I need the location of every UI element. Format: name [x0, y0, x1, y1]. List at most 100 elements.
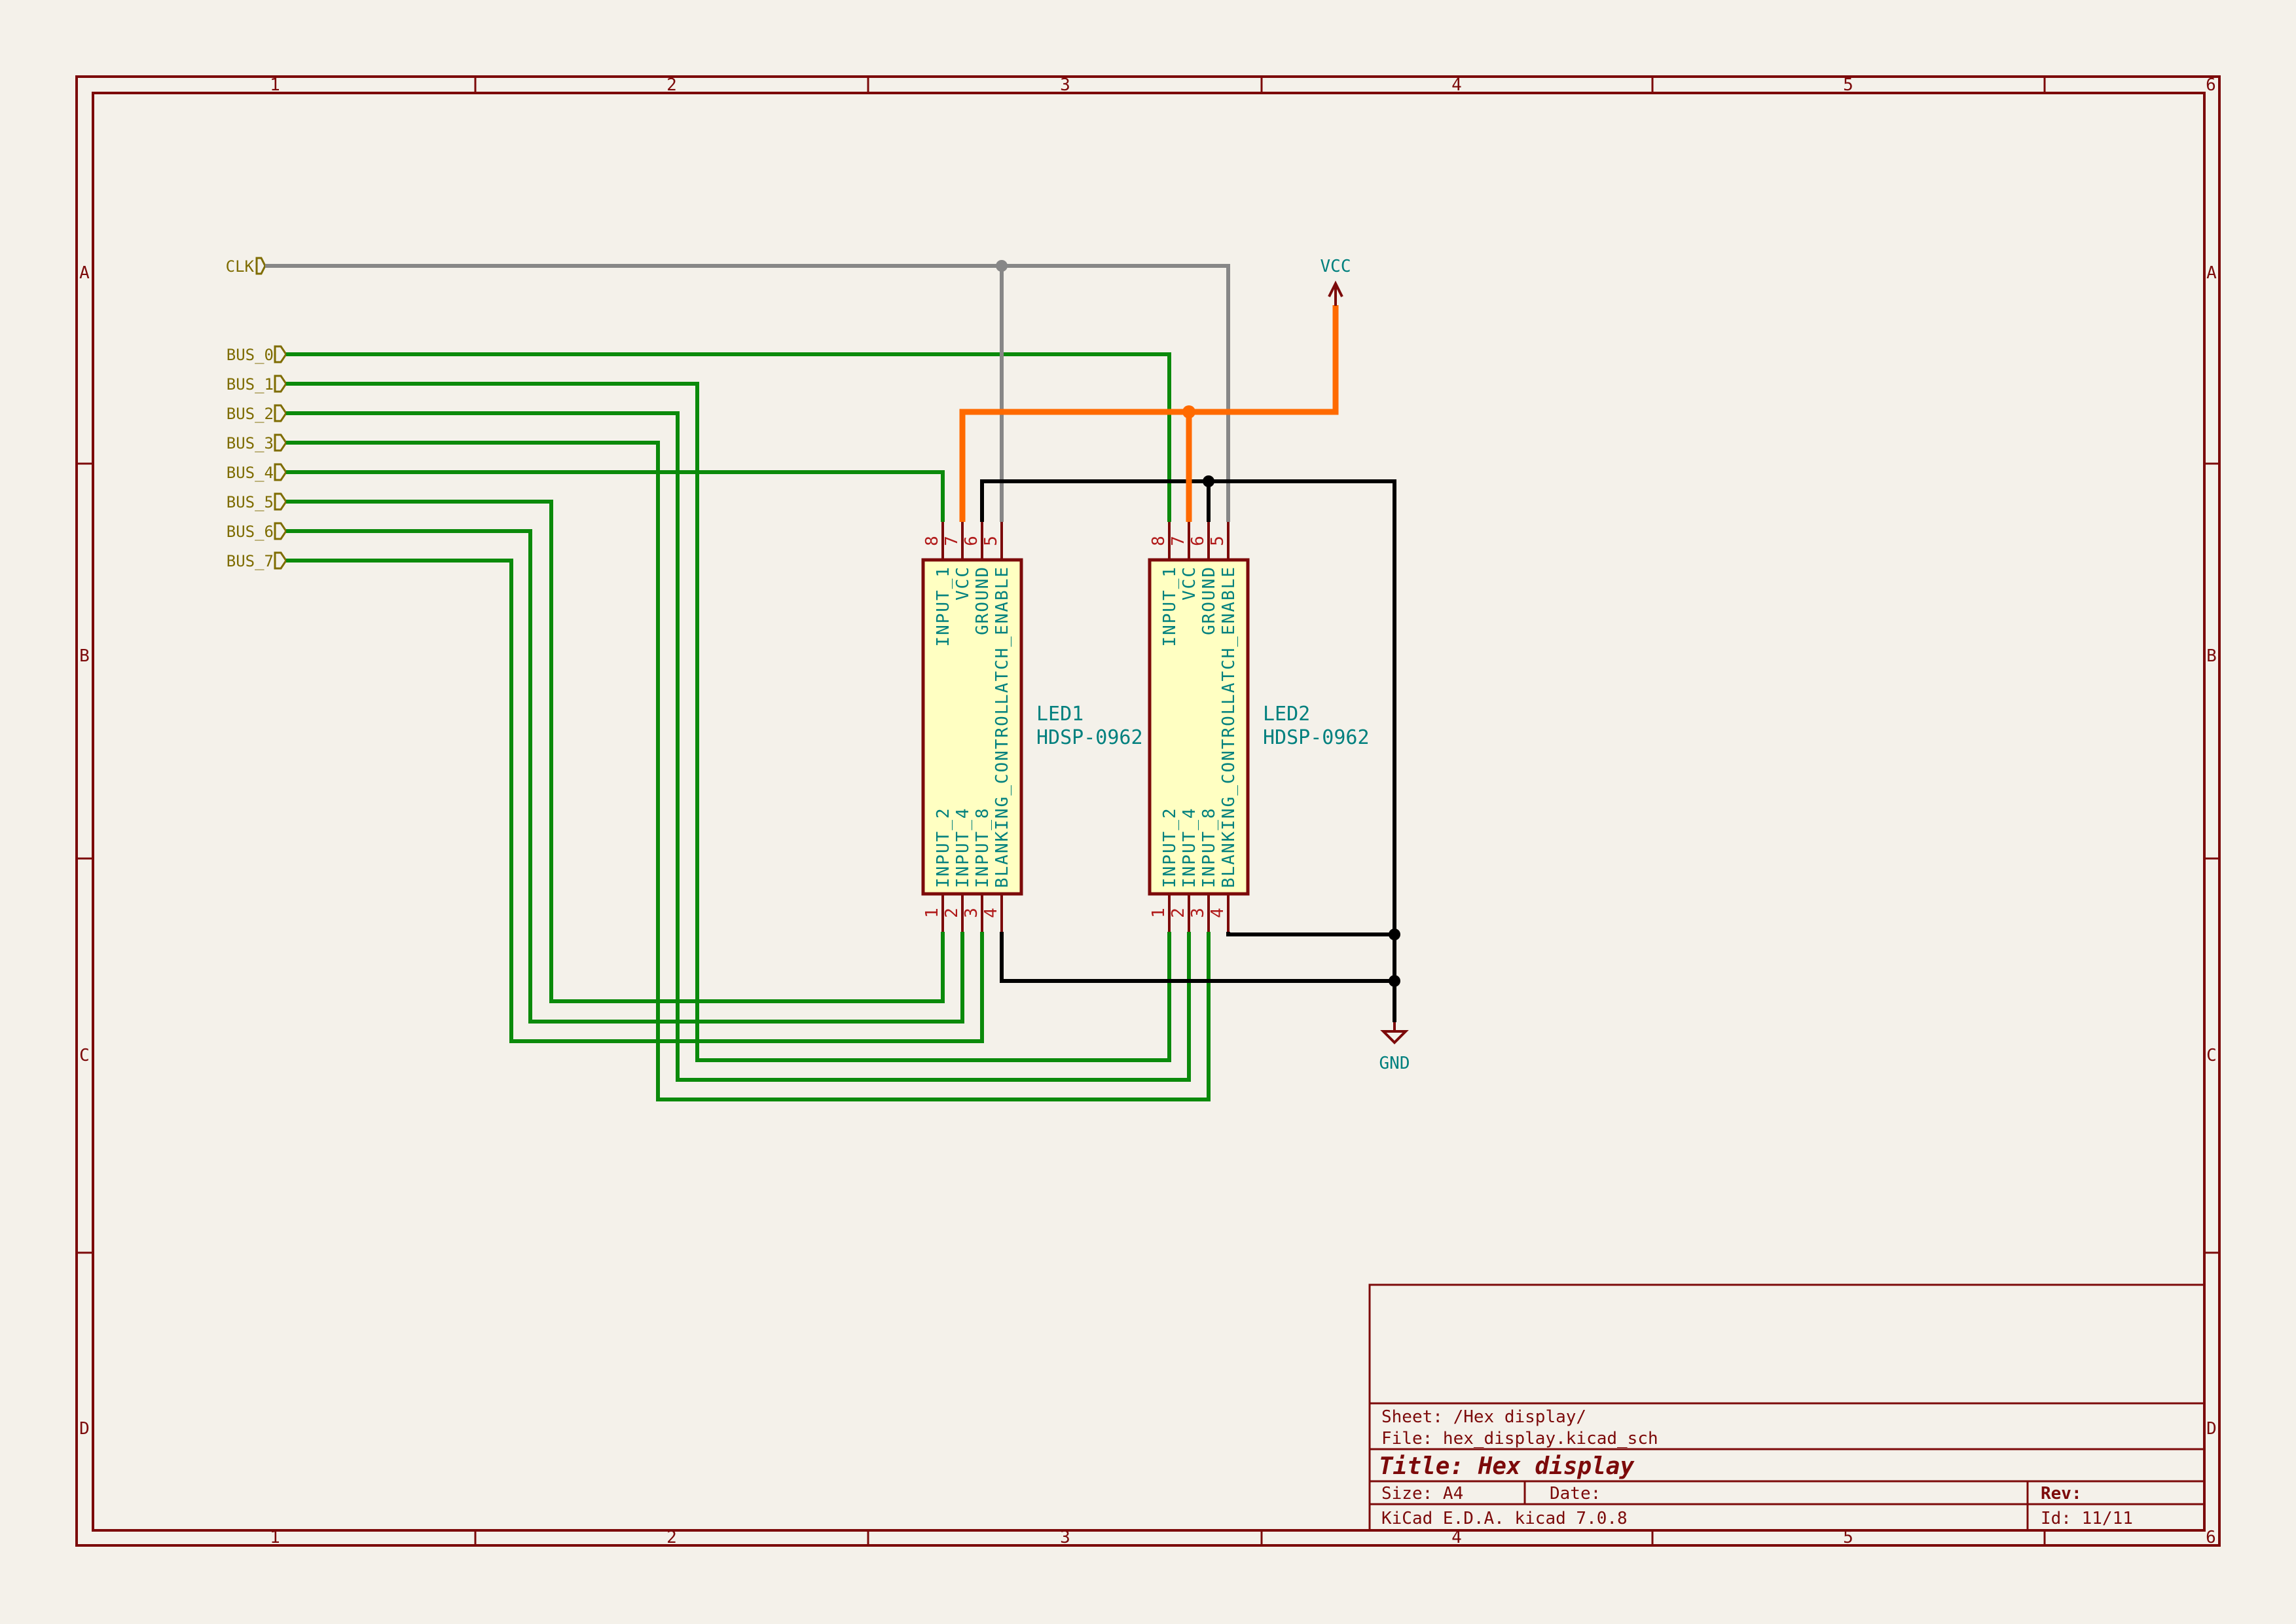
led1-pins — [941, 522, 1003, 932]
hier-label-clk-text: CLK — [226, 257, 255, 276]
pin-name: INPUT_2 — [934, 807, 953, 888]
row-ref: D — [2206, 1419, 2217, 1439]
hier-label-bus-3[interactable]: BUS_3 — [227, 434, 287, 452]
hier-label-text: BUS_0 — [227, 346, 274, 364]
title-block-size: Size: A4 — [1381, 1484, 1463, 1504]
wire-bus4[interactable] — [286, 470, 945, 522]
pin-name: INPUT_4 — [1180, 807, 1199, 888]
led1-pin-numbers: 8 7 6 5 1 2 3 4 — [922, 536, 1001, 918]
wire-bus1[interactable] — [286, 382, 1171, 1062]
title-block-sheet: Sheet: /Hex display/ — [1381, 1407, 1586, 1427]
hier-label-bus-1[interactable]: BUS_1 — [227, 375, 287, 394]
row-ref: D — [79, 1419, 90, 1439]
pin-name: BLANKING_CONTROL — [993, 703, 1012, 888]
pin-number: 2 — [942, 908, 962, 918]
hier-label-bus-5[interactable]: BUS_5 — [227, 492, 287, 511]
led2-body[interactable] — [1148, 558, 1250, 896]
col-ref: 6 — [2206, 75, 2216, 95]
pin-name: INPUT_1 — [1160, 566, 1180, 647]
col-ref: 3 — [1060, 75, 1070, 95]
row-ref: B — [2206, 646, 2217, 666]
gnd-label: GND — [1379, 1054, 1410, 1073]
frame-column-refs: 1 2 3 4 5 6 1 2 3 4 5 6 — [270, 75, 2216, 1547]
row-ref: A — [79, 263, 90, 283]
title-block-rev: Rev: — [2041, 1484, 2082, 1504]
hier-label-text: BUS_4 — [227, 464, 274, 482]
hier-label-text: BUS_1 — [227, 375, 274, 394]
hier-label-text: BUS_3 — [227, 434, 274, 452]
wire-bus2[interactable] — [286, 411, 1191, 1082]
led2-reference[interactable]: LED2 — [1263, 703, 1310, 726]
wires[interactable] — [265, 260, 1400, 1101]
led2-pins — [1168, 522, 1230, 932]
vcc-arrow-head — [1328, 280, 1343, 297]
pin-number: 3 — [962, 908, 981, 918]
led1-pin-names: INPUT_1 VCC GROUND LATCH_ENABLE INPUT_2 … — [934, 566, 1012, 888]
hier-label-text: BUS_2 — [227, 405, 274, 423]
pin-number: 8 — [922, 536, 942, 546]
led2-value[interactable]: HDSP-0962 — [1263, 726, 1370, 749]
vcc-label: VCC — [1321, 257, 1351, 276]
hier-label-text: BUS_7 — [227, 552, 274, 570]
hier-label-arrow — [274, 522, 287, 540]
pin-name: BLANKING_CONTROL — [1219, 703, 1239, 888]
pin-name: INPUT_8 — [973, 807, 993, 888]
pin-name: GROUND — [1199, 566, 1219, 635]
wire-bus7[interactable] — [286, 559, 984, 1043]
wire-vcc[interactable] — [959, 305, 1339, 522]
pin-name: VCC — [953, 566, 973, 600]
component-led2[interactable]: 8 7 6 5 1 2 3 4 INPUT_1 VCC GROUND LATCH… — [1148, 522, 1370, 932]
junction-dot — [1389, 975, 1400, 987]
hier-label-arrow — [274, 434, 287, 452]
col-ref: 5 — [1843, 75, 1853, 95]
wire-bus3[interactable] — [286, 441, 1211, 1101]
led2-pin-names: INPUT_1 VCC GROUND LATCH_ENABLE INPUT_2 … — [1160, 566, 1239, 888]
frame-ticks — [77, 77, 2219, 1545]
hier-label-bus-6[interactable]: BUS_6 — [227, 522, 287, 541]
power-symbol-vcc[interactable]: VCC — [1321, 257, 1351, 306]
pin-name: VCC — [1180, 566, 1199, 600]
hier-label-bus-2[interactable]: BUS_2 — [227, 404, 287, 423]
wire-bus6[interactable] — [286, 529, 964, 1024]
wire-blanking1[interactable] — [1000, 932, 1394, 983]
hier-label-bus-7[interactable]: BUS_7 — [227, 551, 287, 570]
col-ref: 4 — [1451, 75, 1462, 95]
row-ref: A — [2206, 263, 2217, 283]
frame-row-refs: A B C D A B C D — [79, 263, 2217, 1439]
hier-label-bus-0[interactable]: BUS_0 — [227, 345, 287, 364]
pin-number: 8 — [1149, 536, 1169, 546]
wire-blanking2[interactable] — [1226, 932, 1394, 936]
hier-label-clk-arrow — [255, 257, 266, 275]
pin-name: LATCH_ENABLE — [993, 566, 1012, 705]
led1-reference[interactable]: LED1 — [1036, 703, 1084, 726]
hier-label-clk[interactable]: CLK — [226, 257, 266, 276]
power-symbol-gnd[interactable]: GND — [1379, 1022, 1410, 1073]
row-ref: B — [79, 646, 90, 666]
title-block-file: File: hex_display.kicad_sch — [1381, 1429, 1658, 1449]
wire-clk[interactable] — [265, 264, 1230, 522]
pin-number: 4 — [981, 908, 1001, 918]
hier-label-arrow — [274, 375, 287, 393]
gnd-triangle — [1380, 1030, 1409, 1044]
wire-bus5[interactable] — [286, 500, 945, 1003]
pin-number: 6 — [962, 536, 981, 546]
led2-pin-numbers: 8 7 6 5 1 2 3 4 — [1149, 536, 1228, 918]
pin-name: INPUT_8 — [1199, 807, 1219, 888]
hier-label-arrow — [274, 345, 287, 363]
row-ref: C — [79, 1046, 90, 1065]
title-block-date: Date: — [1550, 1484, 1601, 1504]
hier-label-arrow — [274, 551, 287, 570]
hier-label-arrow — [274, 492, 287, 511]
led1-body[interactable] — [921, 558, 1023, 896]
hier-label-bus-4[interactable]: BUS_4 — [227, 463, 287, 482]
pin-number: 5 — [981, 536, 1001, 546]
title-block: Sheet: /Hex display/ File: hex_display.k… — [1368, 1283, 2206, 1532]
wire-bus0[interactable] — [286, 352, 1171, 522]
led1-value[interactable]: HDSP-0962 — [1036, 726, 1143, 749]
pin-name: INPUT_4 — [953, 807, 973, 888]
pin-number: 7 — [1169, 536, 1188, 546]
title-block-title: Title: Hex display — [1379, 1453, 1635, 1480]
component-led1[interactable]: 8 7 6 5 1 2 3 4 INPUT_1 VCC GROUND LATCH… — [921, 522, 1143, 932]
junction-dot — [996, 260, 1008, 272]
